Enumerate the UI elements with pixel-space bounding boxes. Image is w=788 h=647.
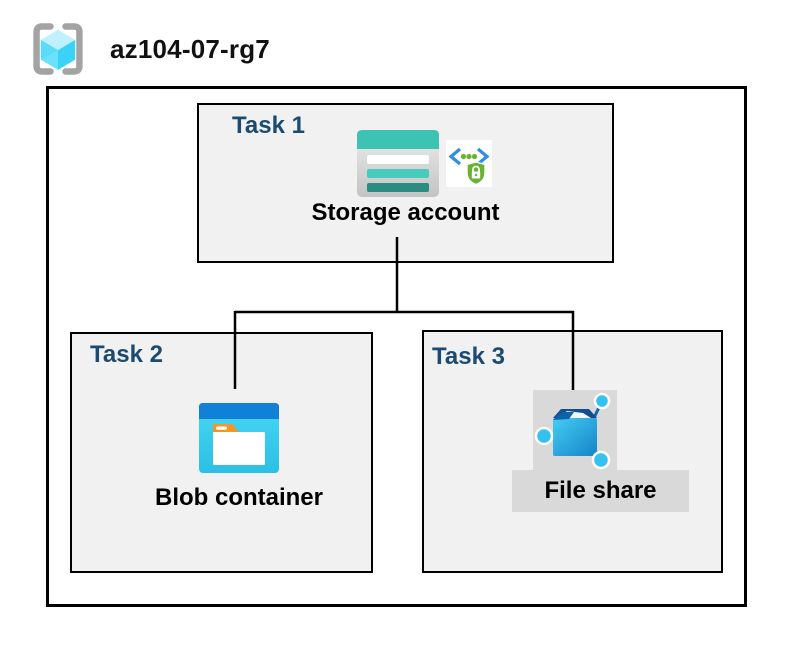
blob-container-label: Blob container bbox=[154, 484, 323, 511]
resource-group-name: az104-07-rg7 bbox=[110, 33, 270, 64]
storage-account-icon bbox=[357, 130, 439, 197]
file-share-icon bbox=[534, 392, 611, 470]
file-share-label-plate: File share bbox=[512, 470, 689, 512]
task-1-label: Task 1 bbox=[232, 112, 305, 139]
sas-secure-access-icon bbox=[446, 140, 492, 187]
file-share-label: File share bbox=[544, 477, 657, 504]
resource-group-header: az104-07-rg7 bbox=[28, 18, 270, 80]
task-2-box: Task 2 Blob container bbox=[70, 332, 373, 573]
task-1-box: Task 1 Storage account bbox=[197, 103, 614, 263]
storage-account-label: Storage account bbox=[311, 199, 500, 226]
file-share-icon-plate bbox=[533, 390, 617, 470]
blob-container-icon bbox=[199, 403, 279, 473]
resource-group-icon bbox=[33, 23, 83, 75]
task-3-box: Task 3 File share bbox=[422, 330, 723, 573]
task-3-label: Task 3 bbox=[432, 343, 505, 370]
task-2-label: Task 2 bbox=[90, 341, 163, 368]
